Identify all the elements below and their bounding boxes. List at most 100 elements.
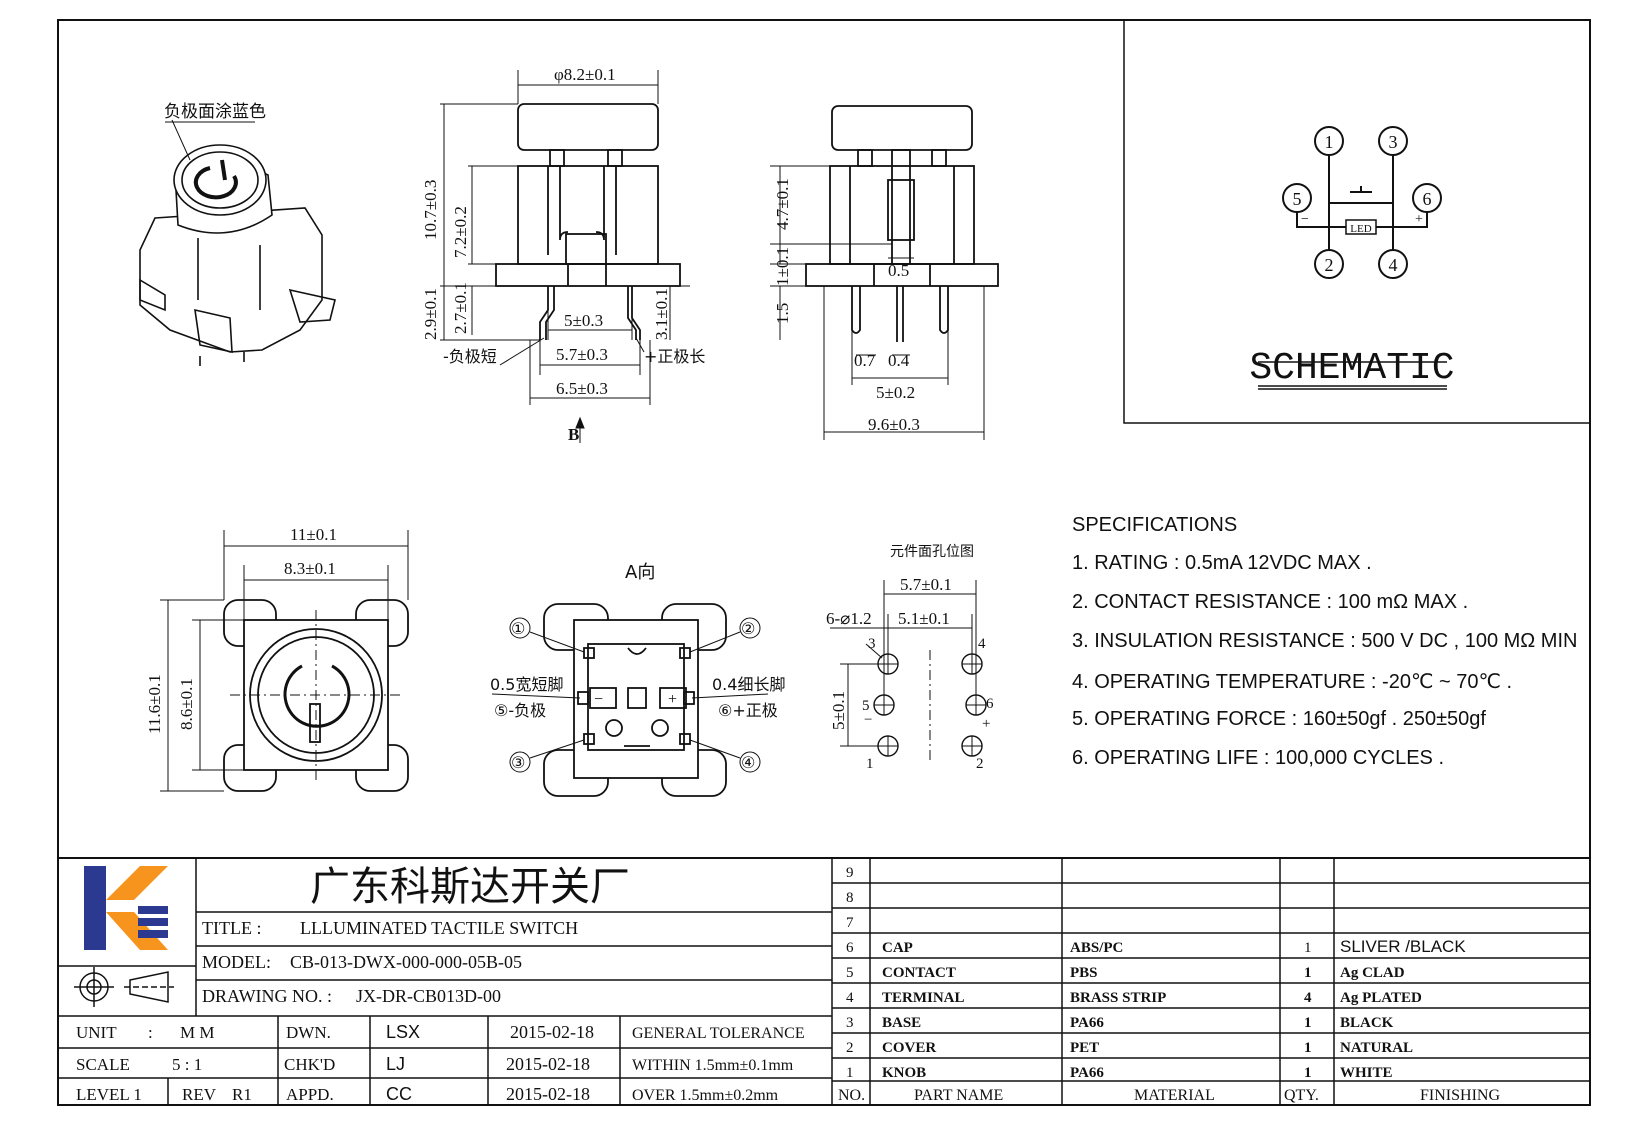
bom-header-no: NO. — [838, 1087, 865, 1104]
bottom-note-right-2: ⑥+正极 — [718, 701, 778, 720]
bom-material: BRASS STRIP — [1070, 990, 1166, 1006]
model-value: CB-013-DWX-000-000-05B-05 — [290, 952, 522, 972]
bottom-note-right-1: 0.4细长脚 — [712, 675, 785, 694]
bom-part: COVER — [882, 1040, 936, 1056]
scale-label: SCALE — [76, 1055, 130, 1074]
top-dim-inner-height: 8.6±0.1 — [177, 678, 196, 730]
pcb-num-3: 3 — [868, 636, 876, 652]
front-dim-total-height: 10.7±0.3 — [421, 180, 440, 240]
pcb-dim-h: 5±0.1 — [829, 691, 848, 730]
bottom-note-left-2: ⑤-负极 — [494, 701, 546, 720]
front-dim-pin-left2: 2.7±0.1 — [451, 282, 470, 334]
bom-qty: 1 — [1304, 1065, 1312, 1081]
bom-part: CAP — [882, 940, 913, 956]
spec-item: 6. OPERATING LIFE : 100,000 CYCLES . — [1072, 747, 1445, 769]
bom-qty: 1 — [1304, 940, 1312, 956]
bom-no: 9 — [846, 865, 854, 881]
bom-material: ABS/PC — [1070, 940, 1123, 956]
side-dim-pitch: 5±0.2 — [876, 383, 915, 402]
bottom-pin-1: ① — [511, 619, 525, 638]
bom-no: 3 — [846, 1015, 854, 1031]
pcb-dim-w1: 5.7±0.1 — [900, 575, 952, 594]
bottom-view — [491, 603, 769, 797]
unit-value: M M — [180, 1023, 214, 1042]
pcb-holes: 6-⌀1.2 — [826, 609, 872, 628]
spec-item: 3. INSULATION RESISTANCE : 500 V DC , 10… — [1072, 630, 1578, 652]
front-dim-body-height: 7.2±0.2 — [451, 206, 470, 258]
unit-label: UNIT — [76, 1023, 117, 1042]
tolerance-within: WITHIN 1.5mm±0.1mm — [632, 1057, 794, 1074]
spec-item: 1. RATING : 0.5mA 12VDC MAX . — [1072, 552, 1372, 574]
top-dim-outer-height: 11.6±0.1 — [145, 674, 164, 734]
side-dim-width: 9.6±0.3 — [868, 415, 920, 434]
drawing-no-value: JX-DR-CB013D-00 — [356, 986, 501, 1006]
bom-row: 4 TERMINAL BRASS STRIP 4 Ag PLATED — [846, 990, 1422, 1006]
side-dim-pin-w1: 0.7 — [854, 351, 876, 370]
bom-part: BASE — [882, 1015, 921, 1031]
schematic-pin-2: 2 — [1325, 255, 1334, 275]
bom-part: CONTACT — [882, 965, 956, 981]
side-view — [770, 105, 999, 440]
bom-material: PET — [1070, 1040, 1099, 1056]
isometric-view — [139, 119, 336, 366]
bom-table: 9 8 7 6 CAP ABS/PC 1 SLIVER /BLACK 5 CON… — [838, 865, 1500, 1104]
bom-header: NO. PART NAME MATERIAL QTY. FINISHING — [838, 1087, 1500, 1104]
front-view-dims: φ8.2±0.1 10.7±0.3 7.2±0.2 2.9±0.1 2.7±0.… — [421, 65, 705, 444]
bom-row: 2 COVER PET 1 NATURAL — [846, 1040, 1413, 1056]
bom-no: 1 — [846, 1065, 854, 1081]
side-dim-step: 1±0.1 — [773, 247, 792, 286]
pcb-minus: − — [864, 712, 872, 728]
bom-finish: Ag PLATED — [1340, 990, 1422, 1006]
pcb-num-4: 4 — [978, 636, 986, 652]
side-dim-gap: 0.5 — [888, 261, 909, 280]
appd-name: CC — [386, 1084, 412, 1104]
bottom-pin-4: ④ — [741, 753, 755, 772]
bom-finish: WHITE — [1340, 1065, 1393, 1081]
dwn-label: DWN. — [286, 1023, 331, 1042]
level-label: LEVEL 1 — [76, 1085, 142, 1104]
bom-row: 1 KNOB PA66 1 WHITE — [846, 1065, 1393, 1081]
front-view-b: B — [568, 425, 579, 444]
spec-item: 5. OPERATING FORCE : 160±50gf . 250±50gf — [1072, 708, 1486, 730]
tolerance-title: GENERAL TOLERANCE — [632, 1025, 805, 1042]
bom-finish: BLACK — [1340, 1015, 1394, 1031]
bom-material: PA66 — [1070, 1015, 1104, 1031]
bom-finish: SLIVER /BLACK — [1340, 937, 1466, 956]
schematic-pin-4: 4 — [1389, 255, 1398, 275]
appd-label: APPD. — [286, 1085, 334, 1104]
title-label: TITLE : — [202, 918, 261, 938]
schematic-frame — [1123, 20, 1590, 424]
bom-row: 5 CONTACT PBS 1 Ag CLAD — [846, 965, 1405, 981]
side-dim-top: 4.7±0.1 — [773, 178, 792, 230]
front-dim-outer-width: 6.5±0.3 — [556, 379, 608, 398]
pcb-num-5: 5 — [862, 698, 870, 714]
schematic-plus: + — [1415, 212, 1423, 227]
side-view-dims: 4.7±0.1 1±0.1 1.5 0.5 0.7 0.4 5±0.2 9.6±… — [773, 178, 920, 434]
bom-material: PA66 — [1070, 1065, 1104, 1081]
spec-item: 2. CONTACT RESISTANCE : 100 mΩ MAX . — [1072, 591, 1469, 613]
dwn-date: 2015-02-18 — [510, 1022, 594, 1042]
bom-qty: 1 — [1304, 1040, 1312, 1056]
top-view — [160, 530, 409, 792]
bom-finish: NATURAL — [1340, 1040, 1413, 1056]
front-dim-cap: φ8.2±0.1 — [554, 65, 616, 84]
company-logo — [84, 866, 168, 950]
pcb-num-2: 2 — [976, 756, 984, 772]
bottom-pin-2: ② — [741, 619, 755, 638]
pcb-layout — [830, 580, 987, 760]
schematic-pin-1: 1 — [1325, 132, 1334, 152]
spec-item: 4. OPERATING TEMPERATURE : -20℃ ~ 70℃ . — [1072, 671, 1513, 693]
unit-sep: : — [148, 1023, 153, 1042]
bom-header-material: MATERIAL — [1134, 1087, 1215, 1104]
front-dim-mid-width: 5.7±0.3 — [556, 345, 608, 364]
front-dim-pin-right: 3.1±0.1 — [652, 288, 671, 340]
bottom-view-labels: A向 ① ② ③ ④ 0.5宽短脚 ⑤-负极 0.4细长脚 ⑥+正极 − + — [490, 562, 785, 772]
sheet-border — [57, 19, 1591, 1106]
bottom-minus: − — [594, 691, 603, 708]
company-name: 广东科斯达开关厂 — [310, 864, 630, 910]
rev-value: R1 — [232, 1085, 252, 1104]
chk-label: CHK'D — [284, 1055, 335, 1074]
appd-date: 2015-02-18 — [506, 1084, 590, 1104]
schematic-labels: 1 3 2 4 5 6 LED − + SCHEMATIC — [1249, 132, 1454, 390]
